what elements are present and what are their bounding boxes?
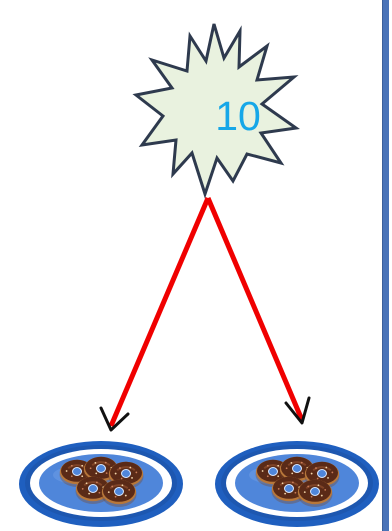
right-arrowhead-icon xyxy=(284,396,311,425)
sprinkle xyxy=(331,471,334,474)
donut-icon xyxy=(297,479,333,507)
donut-hole xyxy=(96,464,106,473)
sprinkle xyxy=(277,475,280,478)
sprinkle xyxy=(315,467,317,469)
sprinkle xyxy=(70,464,73,467)
sprinkle xyxy=(131,477,133,479)
left-donut-plate xyxy=(19,441,183,527)
sprinkle xyxy=(324,488,327,491)
sprinkle xyxy=(81,487,84,490)
donut-glaze-highlight xyxy=(279,481,299,486)
sprinkle xyxy=(119,467,121,469)
donut-icon xyxy=(271,476,307,504)
sprinkle xyxy=(70,475,73,478)
arrows-group xyxy=(99,197,311,432)
sprinkle xyxy=(310,472,313,475)
sprinkle xyxy=(284,492,287,495)
donut-hole xyxy=(121,469,131,478)
sprinkle xyxy=(300,461,303,464)
sprinkle xyxy=(277,464,280,467)
sprinkle xyxy=(65,470,68,472)
donut-hole xyxy=(310,487,320,496)
donut-glaze-highlight xyxy=(287,461,307,466)
donut-glaze-highlight xyxy=(91,461,111,466)
sprinkle xyxy=(317,484,320,487)
sprinkle xyxy=(81,464,84,467)
sprinkle xyxy=(307,485,310,488)
sprinkle xyxy=(290,462,293,464)
sprinkle xyxy=(105,472,108,474)
donut-hole xyxy=(317,469,327,478)
sprinkle xyxy=(120,477,123,480)
sprinkle xyxy=(95,472,98,475)
starburst-shape xyxy=(132,23,300,199)
sprinkle xyxy=(121,484,124,487)
donut-glaze-highlight xyxy=(305,484,325,489)
sprinkle xyxy=(128,488,131,491)
sprinkle xyxy=(285,467,288,470)
sprinkle xyxy=(89,467,92,470)
sprinkle xyxy=(266,464,269,467)
sprinkle xyxy=(281,482,284,485)
sprinkle xyxy=(291,481,294,484)
sprinkle xyxy=(320,494,323,497)
donut-hole xyxy=(292,464,302,473)
sprinkle xyxy=(327,477,329,479)
donut-hole xyxy=(72,467,82,476)
sprinkle xyxy=(88,492,91,495)
sprinkle xyxy=(294,491,297,494)
donut-hole xyxy=(284,484,294,493)
sprinkle xyxy=(81,475,84,478)
left-arrow-line xyxy=(108,197,211,427)
sprinkle xyxy=(85,482,88,485)
donut-hole xyxy=(268,467,278,476)
sprinkle xyxy=(124,494,127,497)
sprinkle xyxy=(135,471,138,474)
sprinkle xyxy=(266,475,269,478)
right-frame-border xyxy=(382,0,389,531)
donut-glaze-highlight xyxy=(116,466,136,471)
right-arrow-line xyxy=(205,197,305,421)
burst-number-label: 10 xyxy=(215,93,261,139)
donut-glaze-highlight xyxy=(83,481,103,486)
burst-group: 10 xyxy=(132,23,300,199)
sprinkle xyxy=(291,472,294,475)
right-donut-plate xyxy=(215,441,379,527)
sprinkle xyxy=(325,466,328,469)
sprinkle xyxy=(111,485,114,488)
donut-hole xyxy=(114,487,124,496)
sprinkle xyxy=(114,495,117,498)
sprinkle xyxy=(95,481,98,484)
sprinkle xyxy=(277,487,280,490)
donut-glaze-highlight xyxy=(312,466,332,471)
donut-glaze-highlight xyxy=(109,484,129,489)
sprinkle xyxy=(98,491,101,494)
sprinkle xyxy=(301,472,304,474)
sprinkle xyxy=(94,462,97,464)
donut-icon xyxy=(75,476,111,504)
sprinkle xyxy=(129,466,132,469)
sprinkle xyxy=(316,477,319,480)
donut-hole xyxy=(88,484,98,493)
left-arrowhead-icon xyxy=(99,406,130,432)
donut-icon xyxy=(101,479,137,507)
sprinkle xyxy=(261,470,264,472)
sprinkle xyxy=(114,472,117,475)
sprinkle xyxy=(104,461,107,464)
sprinkle xyxy=(310,495,313,498)
sprinkle xyxy=(303,491,306,494)
sprinkle xyxy=(107,491,110,494)
